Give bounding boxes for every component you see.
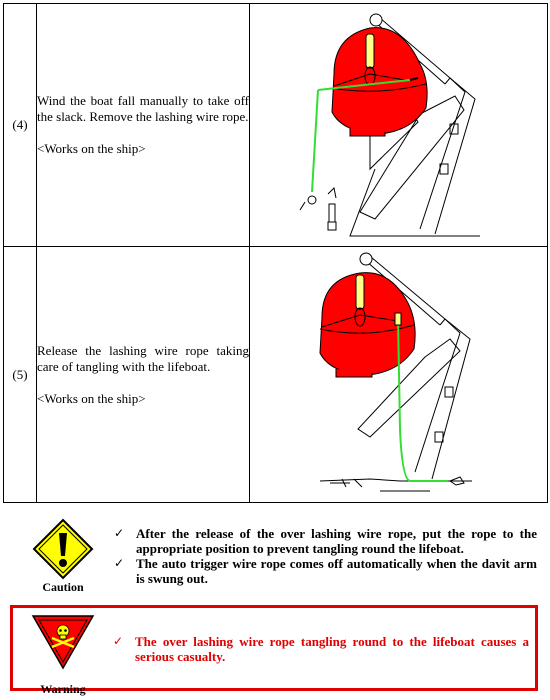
davit-head <box>359 252 373 266</box>
warning-item: ✓The over lashing wire rope tangling rou… <box>113 634 529 664</box>
caution-sign-icon <box>32 518 94 580</box>
check-icon: ✓ <box>114 526 125 540</box>
skull-warning-icon <box>31 615 95 670</box>
davit-head <box>369 13 383 27</box>
caution-symbol: Caution <box>28 518 98 595</box>
caution-list: ✓After the release of the over lashing w… <box>112 526 537 586</box>
warning-notice: Warning ✓The over lashing wire rope tang… <box>10 605 538 696</box>
step-note: <Works on the ship> <box>37 141 146 156</box>
step-number: (5) <box>3 246 37 503</box>
lashing-wire-rope <box>311 79 411 193</box>
caution-item: ✓After the release of the over lashing w… <box>114 526 537 556</box>
caution-notice: Caution ✓After the release of the over l… <box>0 512 550 596</box>
step-row-5: (5) Release the lashing wire rope taking… <box>3 246 548 503</box>
fall-block <box>365 33 375 69</box>
warning-label: Warning <box>40 682 86 696</box>
step-number: (4) <box>3 3 37 247</box>
step-illustration <box>249 3 548 247</box>
lashing-hook <box>330 476 472 488</box>
step-text: Release the lashing wire rope taking car… <box>37 342 249 374</box>
fall-block <box>355 274 365 310</box>
step-note: <Works on the ship> <box>37 390 146 406</box>
caution-label: Caution <box>42 580 84 594</box>
step-description: Wind the boat fall manually to take off … <box>36 3 250 247</box>
step-description: Release the lashing wire rope taking car… <box>36 246 250 503</box>
lashing-hook <box>299 186 337 231</box>
procedure-table: (4) Wind the boat fall manually to take … <box>3 3 548 503</box>
lifeboat-davit-illustration-5 <box>319 252 472 492</box>
check-icon: ✓ <box>114 556 125 570</box>
lifeboat-davit-illustration-4 <box>299 13 480 237</box>
davit-arm <box>319 256 471 492</box>
lashing-wire-rope <box>397 318 448 482</box>
step-text: Wind the boat fall manually to take off … <box>37 93 249 124</box>
warning-list: ✓The over lashing wire rope tangling rou… <box>111 634 529 664</box>
check-icon: ✓ <box>113 634 124 648</box>
step-illustration <box>249 246 548 503</box>
caution-item: ✓The auto trigger wire rope comes off au… <box>114 556 537 586</box>
lifeboat-hull <box>331 27 428 135</box>
warning-symbol: Warning <box>27 614 99 697</box>
step-row-4: (4) Wind the boat fall manually to take … <box>3 3 548 247</box>
